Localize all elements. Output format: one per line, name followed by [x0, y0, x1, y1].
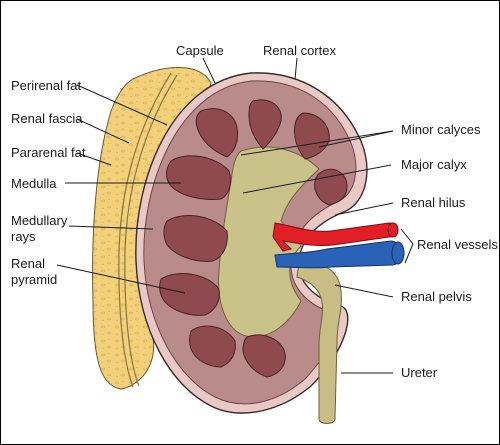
label-renal-pyramid-1: Renal	[11, 256, 45, 271]
label-perirenal-fat: Perirenal fat	[11, 78, 81, 93]
label-medullary-rays-2: rays	[11, 229, 36, 244]
renal-pyramid	[294, 112, 330, 160]
renal-pyramid	[195, 108, 238, 158]
renal-sinus	[217, 146, 320, 338]
label-renal-vessels: Renal vessels	[417, 237, 498, 252]
renal-pyramid	[166, 155, 232, 200]
label-renal-cortex: Renal cortex	[263, 43, 336, 58]
renal-pyramid	[248, 99, 282, 150]
label-pararenal-fat: Pararenal fat	[11, 145, 86, 160]
label-renal-hilus: Renal hilus	[401, 195, 466, 210]
label-minor-calyces: Minor calyces	[401, 122, 481, 137]
ureter	[296, 261, 342, 424]
renal-pyramid	[163, 215, 228, 262]
label-capsule: Capsule	[176, 43, 224, 58]
renal-pyramid	[189, 325, 236, 368]
label-major-calyx: Major calyx	[401, 157, 467, 172]
vein-opening	[391, 241, 405, 265]
label-renal-pelvis: Renal pelvis	[401, 289, 472, 304]
renal-vessels	[272, 222, 405, 269]
renal-pyramids	[159, 99, 348, 378]
label-medulla: Medulla	[11, 176, 57, 191]
label-medullary-rays-1: Medullary	[11, 213, 68, 228]
label-renal-pyramid-2: pyramid	[11, 272, 57, 287]
leader-lines	[56, 57, 414, 374]
artery-opening	[387, 222, 399, 238]
label-ureter: Ureter	[401, 365, 438, 380]
label-renal-fascia: Renal fascia	[11, 111, 83, 126]
renal-pyramid	[242, 334, 286, 378]
renal-pyramid	[159, 273, 220, 316]
